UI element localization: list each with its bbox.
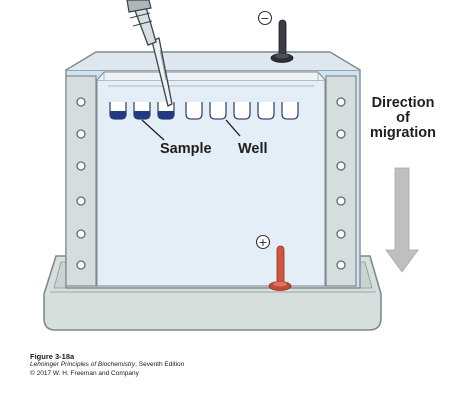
- figure-number: Figure 3-18a: [30, 352, 75, 361]
- plus-electrode-icon: +: [255, 234, 292, 291]
- direction-label-line1: Direction: [371, 95, 435, 111]
- well-label: Well: [238, 141, 268, 157]
- well-leader-line: [225, 119, 241, 137]
- well: [185, 102, 203, 120]
- book-credit: Lehninger Principles of Biochemistry, Se…: [30, 361, 184, 369]
- cathode-symbol: −: [260, 12, 269, 25]
- figure-caption: Figure 3-18a Lehninger Principles of Bio…: [30, 352, 184, 378]
- direction-label-line3: migration: [369, 125, 437, 142]
- pipette-icon: [126, 0, 173, 107]
- well-sample: [110, 111, 126, 119]
- well-sample: [158, 111, 174, 119]
- direction-of-migration-label: Direction of migration: [355, 95, 451, 142]
- book-edition: , Seventh Edition: [135, 361, 185, 369]
- well: [257, 102, 275, 120]
- direction-label-line2: of: [396, 110, 410, 127]
- well-sample: [134, 111, 150, 119]
- right-frame: [325, 75, 357, 287]
- well: [233, 102, 251, 120]
- arrow-down-icon: [385, 167, 419, 273]
- sample-leader-line: [141, 119, 165, 141]
- wells: [109, 102, 299, 120]
- sample-label: Sample: [160, 141, 212, 157]
- minus-electrode-icon: −: [257, 10, 294, 63]
- well: [209, 102, 227, 120]
- left-frame: [65, 75, 97, 287]
- anode-symbol: +: [258, 236, 267, 249]
- book-title: Lehninger Principles of Biochemistry: [30, 361, 136, 369]
- well: [281, 102, 299, 120]
- copyright: © 2017 W. H. Freeman and Company: [30, 369, 139, 377]
